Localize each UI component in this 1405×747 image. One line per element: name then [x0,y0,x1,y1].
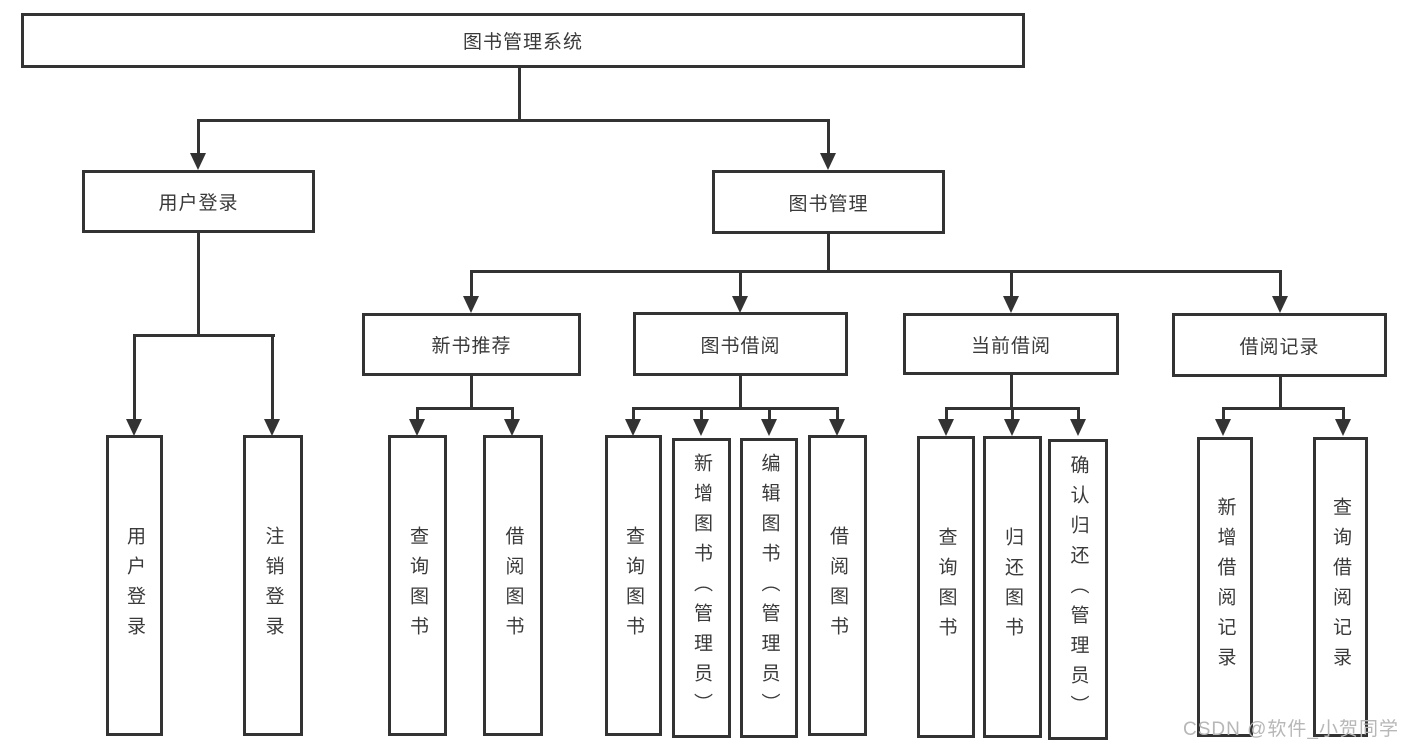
leaf-label: 用户登录 [124,525,145,646]
leaf-label: 查询图书 [935,527,957,647]
connector-stem [700,407,703,423]
node-label: 当前借阅 [970,335,1051,357]
connector-stem [1222,407,1225,423]
arrow-down-icon [820,153,836,170]
leaf-label: 新增借阅记录 [1214,497,1236,677]
leaf-label: 归还图书 [1002,527,1023,647]
connector-vline [1279,377,1282,409]
arrow-down-icon [829,419,845,436]
leaf-label: 查询图书 [623,525,644,646]
leaf-label: 新增图书（管理员） [691,453,712,723]
connector-vline [739,376,742,409]
leaf-confirm-return-admin: 确认归还（管理员） [1048,439,1108,740]
connector-stem [1342,407,1345,423]
connector-stem [1011,407,1014,423]
arrow-down-icon [1003,296,1019,313]
connector-stem [511,407,514,423]
leaf-query-book-recommend: 查询图书 [388,435,447,736]
leaf-borrow-book-recommend: 借阅图书 [483,435,543,736]
leaf-logout: 注销登录 [243,435,303,736]
arrow-down-icon [1004,419,1020,436]
leaf-label: 查询借阅记录 [1330,497,1351,677]
arrow-down-icon [1272,296,1288,313]
connector-hline [416,407,514,410]
csdn-watermark: CSDN @软件_小贺同学 [1183,719,1399,740]
arrow-down-icon [761,419,777,436]
connector-vline [827,234,830,273]
connector-hline [133,334,275,337]
leaf-return-book: 归还图书 [983,436,1042,738]
node-user-login: 用户登录 [82,170,315,233]
connector-vline [470,376,473,409]
leaf-query-book-borrow: 查询图书 [605,435,662,736]
arrow-down-icon [625,419,641,436]
connector-stem [768,407,771,423]
node-label: 新书推荐 [431,336,512,357]
node-borrow-records: 借阅记录 [1172,313,1387,377]
connector-stem [1279,270,1282,298]
node-label: 图书借阅 [700,335,781,357]
node-new-book-recommend: 新书推荐 [362,313,581,376]
connector-stem [271,334,274,422]
connector-stem [416,407,419,423]
leaf-label: 编辑图书（管理员） [758,453,780,723]
node-book-management: 图书管理 [712,170,945,234]
connector-stem [836,407,839,423]
arrow-down-icon [190,153,206,170]
connector-vline [518,68,521,121]
leaf-label: 查询图书 [407,525,428,646]
leaf-add-borrow-record: 新增借阅记录 [1197,437,1253,737]
connector-hline [632,407,839,410]
node-label: 用户登录 [158,193,239,214]
connector-hline [1222,407,1345,410]
connector-hline [470,270,1281,273]
connector-vline [197,233,200,336]
leaf-query-borrow-record: 查询借阅记录 [1313,437,1368,737]
node-label: 借阅记录 [1239,336,1320,358]
arrow-down-icon [732,296,748,313]
leaf-query-book-current: 查询图书 [917,436,975,738]
arrow-down-icon [938,419,954,436]
leaf-label: 借阅图书 [827,525,848,646]
arrow-down-icon [126,419,142,436]
leaf-borrow-book: 借阅图书 [808,435,867,736]
node-current-borrow: 当前借阅 [903,313,1119,375]
leaf-label: 确认归还（管理员） [1067,454,1089,725]
arrow-down-icon [409,419,425,436]
leaf-user-login: 用户登录 [106,435,163,736]
connector-hline [197,119,830,122]
connector-stem [1077,407,1080,423]
connector-vline [1010,375,1013,409]
connector-stem [470,270,473,298]
leaf-edit-book-admin: 编辑图书（管理员） [740,438,798,738]
leaf-add-book-admin: 新增图书（管理员） [672,438,731,738]
leaf-label: 借阅图书 [502,525,524,646]
arrow-down-icon [1215,419,1231,436]
connector-stem [739,270,742,298]
node-library-management-system: 图书管理系统 [21,13,1025,68]
arrow-down-icon [264,419,280,436]
arrow-down-icon [1070,419,1086,436]
node-label: 图书管理 [788,193,869,215]
node-book-borrow: 图书借阅 [633,312,848,376]
connector-stem [1010,270,1013,298]
arrow-down-icon [1335,419,1351,436]
connector-stem [632,407,635,423]
connector-stem [827,119,830,158]
arrow-down-icon [693,419,709,436]
connector-stem [133,334,136,422]
arrow-down-icon [463,296,479,313]
leaf-label: 注销登录 [262,525,284,646]
connector-stem [945,407,948,423]
node-label: 图书管理系统 [462,32,583,53]
arrow-down-icon [504,419,520,436]
connector-stem [197,119,200,158]
